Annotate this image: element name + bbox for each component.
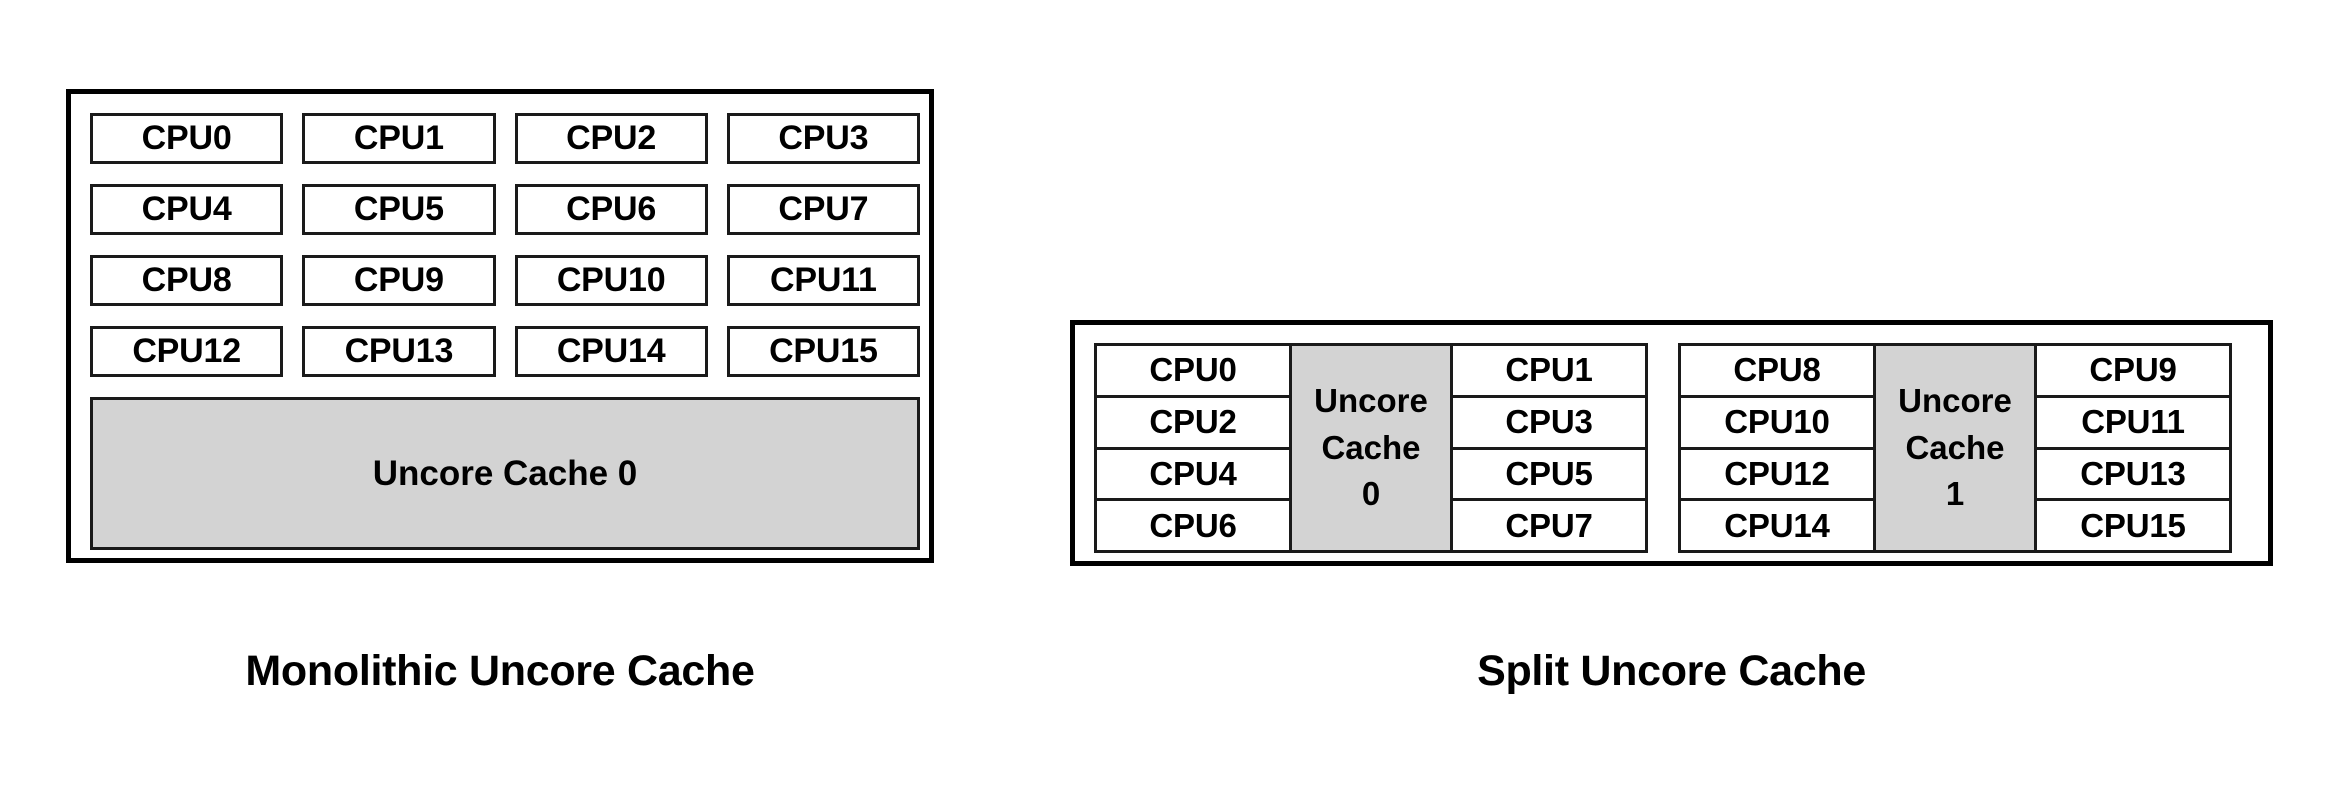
panel-monolithic-uncore-cache: CPU0 CPU1 CPU2 CPU3 CPU4 CPU5 CPU6 CPU7 … [66, 89, 934, 563]
cpu-box[interactable]: CPU1 [1450, 343, 1648, 398]
cpu-box[interactable]: CPU9 [2034, 343, 2232, 398]
cpu-box[interactable]: CPU9 [302, 255, 496, 306]
cpu-column-odd-0: CPU1 CPU3 CPU5 CPU7 [1450, 343, 1648, 553]
uncore-cache-block-0[interactable]: Uncore Cache 0 [1289, 343, 1453, 553]
cpu-box[interactable]: CPU10 [1678, 394, 1876, 450]
cpu-box[interactable]: CPU8 [1678, 343, 1876, 398]
cpu-box[interactable]: CPU5 [1450, 446, 1648, 502]
cpu-column-odd-1: CPU9 CPU11 CPU13 CPU15 [2034, 343, 2232, 553]
caption-split: Split Uncore Cache [1477, 647, 1866, 695]
cpu-box[interactable]: CPU12 [1678, 446, 1876, 502]
uncore-cache-1-line3: 1 [1945, 475, 1965, 513]
uncore-cache-0-line1: Uncore [1314, 381, 1428, 419]
cpu-box[interactable]: CPU15 [2034, 498, 2232, 553]
cpu-box[interactable]: CPU15 [726, 326, 920, 377]
cpu-box[interactable]: CPU0 [1094, 343, 1292, 398]
cpu-box[interactable]: CPU11 [726, 255, 920, 306]
cpu-box[interactable]: CPU3 [726, 113, 920, 164]
cpu-box[interactable]: CPU4 [1094, 446, 1292, 502]
cpu-column-even-0: CPU0 CPU2 CPU4 CPU6 [1094, 343, 1292, 553]
uncore-cache-1-line2: Cache [1905, 428, 2005, 466]
uncore-cache-0-line3: 0 [1361, 475, 1381, 513]
split-package-boundary: CPU0 CPU2 CPU4 CPU6 Uncore Cache 0 CPU1 … [1070, 320, 2273, 566]
cpu-column-even-1: CPU8 CPU10 CPU12 CPU14 [1678, 343, 1876, 553]
cpu-box[interactable]: CPU6 [514, 184, 708, 235]
split-half-0: CPU0 CPU2 CPU4 CPU6 Uncore Cache 0 CPU1 … [1094, 343, 1654, 553]
monolithic-package-boundary: CPU0 CPU1 CPU2 CPU3 CPU4 CPU5 CPU6 CPU7 … [66, 89, 934, 563]
cpu-box[interactable]: CPU7 [726, 184, 920, 235]
cpu-box[interactable]: CPU4 [90, 184, 284, 235]
cpu-box[interactable]: CPU7 [1450, 498, 1648, 553]
cpu-box[interactable]: CPU12 [90, 326, 284, 377]
cpu-box[interactable]: CPU3 [1450, 394, 1648, 450]
cpu-box[interactable]: CPU2 [514, 113, 708, 164]
cpu-box[interactable]: CPU2 [1094, 394, 1292, 450]
cpu-box[interactable]: CPU10 [514, 255, 708, 306]
uncore-cache-block[interactable]: Uncore Cache 0 [90, 397, 920, 550]
split-half-1: CPU8 CPU10 CPU12 CPU14 Uncore Cache 1 CP… [1678, 343, 2238, 553]
uncore-cache-block-1[interactable]: Uncore Cache 1 [1873, 343, 2037, 553]
cpu-box[interactable]: CPU14 [514, 326, 708, 377]
panel-split-uncore-cache: CPU0 CPU2 CPU4 CPU6 Uncore Cache 0 CPU1 … [1070, 320, 2273, 566]
cpu-box[interactable]: CPU1 [302, 113, 496, 164]
cpu-box[interactable]: CPU5 [302, 184, 496, 235]
cpu-box[interactable]: CPU0 [90, 113, 284, 164]
uncore-cache-0-line2: Cache [1321, 428, 1421, 466]
cpu-box[interactable]: CPU14 [1678, 498, 1876, 553]
cpu-box[interactable]: CPU8 [90, 255, 284, 306]
monolithic-cpu-grid: CPU0 CPU1 CPU2 CPU3 CPU4 CPU5 CPU6 CPU7 … [90, 113, 920, 377]
cpu-box[interactable]: CPU6 [1094, 498, 1292, 553]
cpu-box[interactable]: CPU11 [2034, 394, 2232, 450]
uncore-cache-1-line1: Uncore [1898, 381, 2012, 419]
cpu-box[interactable]: CPU13 [2034, 446, 2232, 502]
caption-monolithic: Monolithic Uncore Cache [245, 647, 755, 695]
cpu-box[interactable]: CPU13 [302, 326, 496, 377]
